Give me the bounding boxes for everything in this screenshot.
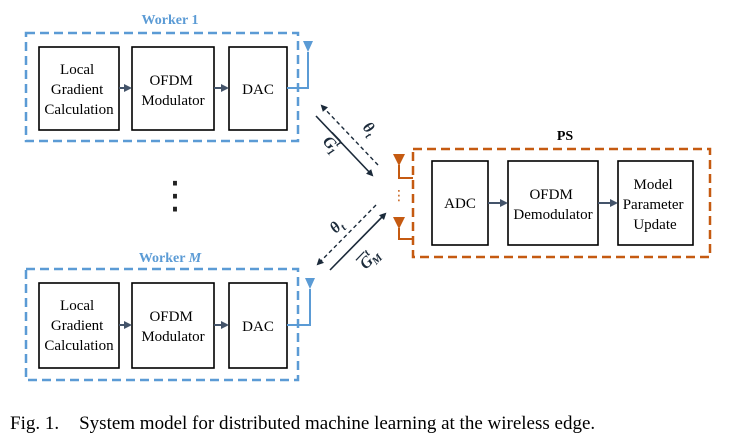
worker-m-dac-label: DAC <box>242 319 274 335</box>
figure-label: Fig. 1. <box>10 413 59 434</box>
link-worker-1: θt Gt1 <box>315 104 380 177</box>
worker-m-gradient-block <box>38 282 120 369</box>
ps-adc-label: ADC <box>444 196 476 212</box>
ps-demodulator-label: OFDM Demodulator <box>513 187 592 223</box>
link-m-uplink-arrow <box>329 212 387 271</box>
worker-1-modulator-label: OFDM Modulator <box>141 73 204 109</box>
link-1-uplink-arrow <box>315 115 374 177</box>
ps-antenna-dots: ⋮ <box>392 188 406 204</box>
antenna-icon <box>393 217 405 229</box>
worker-1-antenna-feed <box>287 52 309 89</box>
worker-m-group: Worker M Local Gradient Calculation OFDM… <box>24 251 315 382</box>
antenna-icon <box>303 41 313 52</box>
worker-1-dac-block <box>228 46 288 131</box>
figure-caption-text: System model for distributed machine lea… <box>79 413 595 434</box>
ps-frame <box>411 147 712 259</box>
link-worker-m: θt GtM <box>316 204 387 275</box>
svg-text:Gt1: Gt1 <box>317 130 345 158</box>
ps-antenna-feed-bottom <box>398 228 413 240</box>
ps-group: PS ADC OFDM Demodulator Model Parameter … <box>392 129 712 259</box>
figure-caption: Fig. 1. System model for distributed mach… <box>10 413 595 434</box>
link-1-gradient-label: Gt1 <box>317 130 345 158</box>
worker-m-gradient-label: Local Gradient Calculation <box>44 298 114 354</box>
link-m-gradient-label: GtM <box>354 243 386 275</box>
antenna-icon <box>305 278 315 289</box>
worker-1-gradient-block <box>38 46 120 131</box>
ps-update-block <box>617 160 694 246</box>
worker-1-gradient-label: Local Gradient Calculation <box>44 62 114 118</box>
svg-text:θt: θt <box>357 119 380 142</box>
link-1-theta-label: θt <box>357 119 380 142</box>
worker-m-dac-block <box>228 282 288 369</box>
ps-demodulator-block <box>507 160 599 246</box>
worker-1-dac-label: DAC <box>242 82 274 98</box>
worker-m-modulator-label: OFDM Modulator <box>141 309 204 345</box>
worker-m-antenna-feed <box>287 289 311 326</box>
worker-1-title: Worker 1 <box>142 13 199 28</box>
worker-1-group: Worker 1 Local Gradient Calculation OFDM… <box>24 13 313 143</box>
worker-m-modulator-block <box>131 282 215 369</box>
vertical-dots: ⋮ <box>156 173 194 217</box>
worker-m-title: Worker M <box>139 251 202 266</box>
antenna-icon <box>393 154 405 166</box>
ps-title: PS <box>557 129 574 144</box>
ps-update-label: Model Parameter Update <box>623 177 688 233</box>
ps-antenna-feed-top <box>398 165 413 179</box>
svg-text:GtM: GtM <box>354 243 386 275</box>
